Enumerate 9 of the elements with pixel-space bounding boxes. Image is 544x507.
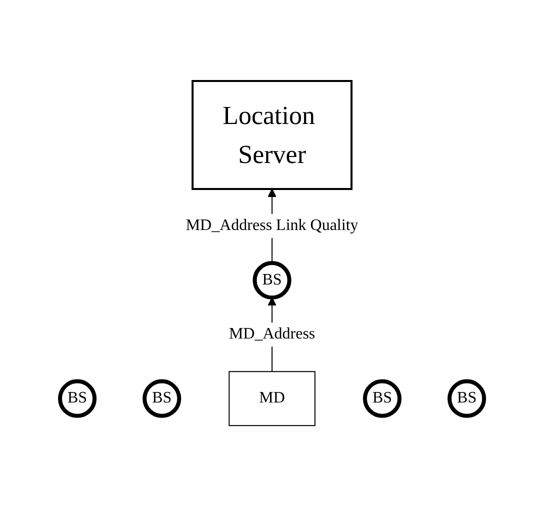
node-box: Location Server [192,80,352,190]
node-circle: BS [58,380,97,418]
node-circle: BS [447,380,486,418]
node-circle: BS [362,380,402,418]
node-circle: BS [252,261,292,300]
edge-label: MD_Address [228,326,316,343]
edge-label: MD_Address Link Quality [186,217,358,234]
node-circle: BS [142,380,182,418]
node-box: MD [228,371,316,426]
